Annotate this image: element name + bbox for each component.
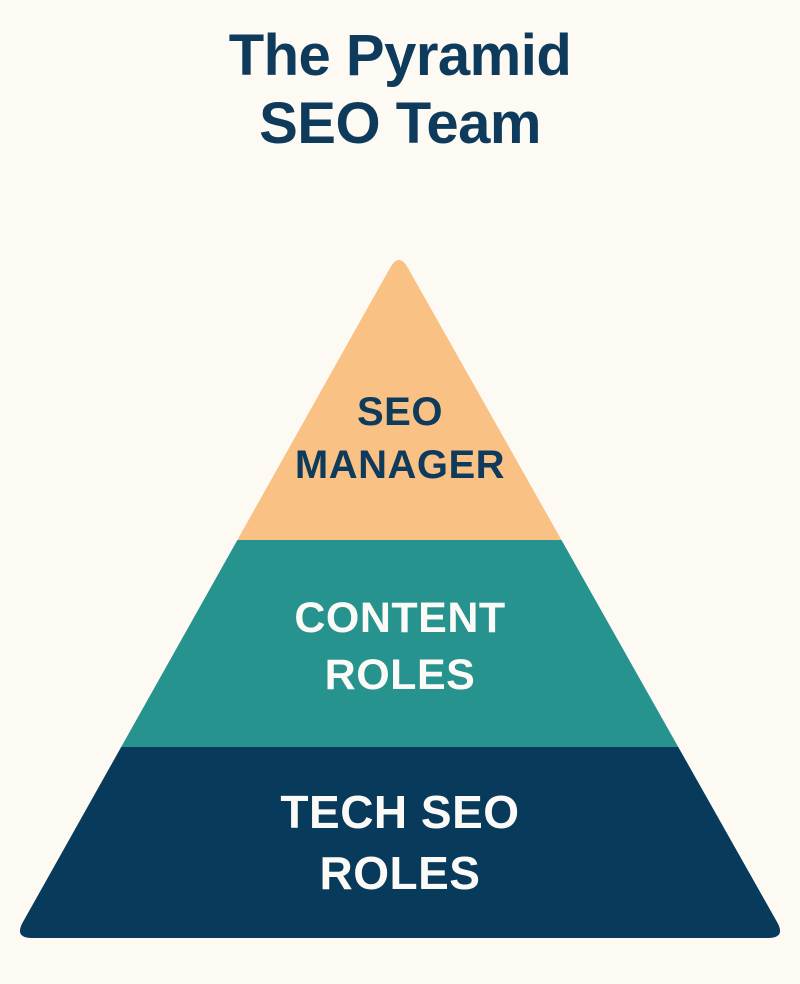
pyramid-tiers — [0, 252, 800, 938]
pyramid-tier-bottom-shape[interactable] — [0, 747, 800, 938]
pyramid-tier-middle-shape[interactable] — [0, 540, 800, 747]
pyramid-tier-top-shape[interactable] — [0, 252, 800, 540]
page-title-line-2: SEO Team — [259, 90, 541, 156]
page-title: The Pyramid SEO Team — [0, 22, 800, 158]
page-title-line-1: The Pyramid — [228, 23, 572, 88]
